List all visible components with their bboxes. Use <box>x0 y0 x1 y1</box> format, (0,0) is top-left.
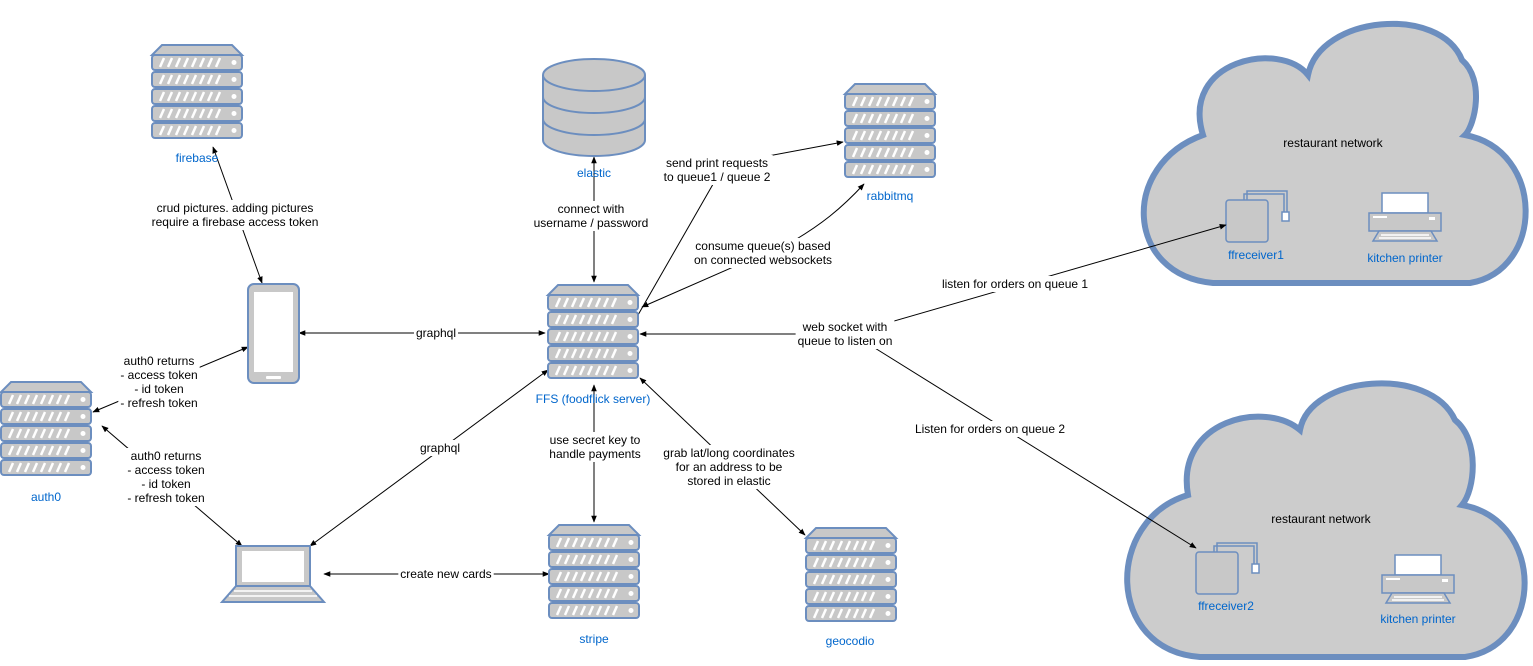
ffreceiver1-label: ffreceiver1 <box>1228 248 1284 262</box>
edge-label-line: - access token <box>120 368 197 382</box>
node-label: firebase <box>176 151 219 165</box>
edge-label-line: to queue1 / queue 2 <box>664 170 771 184</box>
edge-label-line: stored in elastic <box>687 474 770 488</box>
edge-label-line: Listen for orders on queue 2 <box>915 422 1065 436</box>
edge-label-line: - id token <box>141 477 190 491</box>
server-icon <box>0 380 93 477</box>
edge-label-line: username / password <box>534 216 649 230</box>
edge-label-line: grab lat/long coordinates <box>663 446 794 460</box>
edge-label-line: graphql <box>420 441 460 455</box>
edge-label-line: connect with <box>558 202 625 216</box>
edge-label-line: require a firebase access token <box>152 215 319 229</box>
label-auth0-laptop: auth0 returns- access token- id token- r… <box>127 449 204 505</box>
edge-label-background <box>149 200 321 230</box>
edge-label-background <box>547 432 643 462</box>
rabbitmq-node[interactable]: rabbitmq <box>843 82 937 203</box>
edge-label-line: on connected websockets <box>694 253 832 267</box>
server-icon <box>804 526 898 623</box>
elastic-node[interactable]: elastic <box>542 58 646 180</box>
label-laptop-graphql: graphql <box>420 441 460 455</box>
edge-label-background <box>417 440 463 456</box>
node-label: auth0 <box>31 490 61 504</box>
server-icon <box>547 523 641 620</box>
database-icon <box>542 58 646 157</box>
edge-label-background <box>398 566 494 582</box>
edge-label-line: crud pictures. adding pictures <box>157 201 314 215</box>
edge-label-line: queue to listen on <box>798 334 893 348</box>
edge-label-line: create new cards <box>400 567 491 581</box>
edge-label-line: listen for orders on queue 1 <box>942 277 1088 291</box>
edge-label-line: auth0 returns <box>124 354 195 368</box>
geocodio-node[interactable]: geocodio <box>804 526 898 648</box>
node-label: FFS (foodflick server) <box>536 392 651 406</box>
edge-label-line: consume queue(s) based <box>695 239 830 253</box>
laptop-client[interactable] <box>219 545 327 603</box>
server-icon <box>150 43 244 140</box>
mobile-client[interactable] <box>247 283 300 384</box>
edge-label-line: auth0 returns <box>131 449 202 463</box>
smartphone-icon <box>247 283 300 384</box>
cloud-restaurant-network-1: restaurant network ffreceiver1 kitchen p… <box>1140 20 1529 286</box>
cloud-label: restaurant network <box>1271 512 1371 526</box>
ffreceiver2-label: ffreceiver2 <box>1198 599 1254 613</box>
label-listen-q2: Listen for orders on queue 2 <box>915 422 1065 436</box>
edge-websocket-receiver2 <box>869 344 1197 549</box>
edge-label-background <box>795 319 895 349</box>
ffs-node[interactable]: FFS (foodflick server) <box>536 283 651 406</box>
label-create-cards: create new cards <box>400 567 491 581</box>
node-label: stripe <box>579 632 609 646</box>
edge-label-background <box>413 325 459 341</box>
edge-label-line: handle payments <box>549 447 640 461</box>
edge-label-line: use secret key to <box>550 433 641 447</box>
edge-label-line: - id token <box>134 382 183 396</box>
label-listen-q1: listen for orders on queue 1 <box>942 277 1088 291</box>
edge-label-background <box>125 448 207 506</box>
edge-label-background <box>939 276 1091 292</box>
edge-label-background <box>531 201 651 231</box>
node-label: rabbitmq <box>867 189 914 203</box>
auth0-node[interactable]: auth0 <box>0 380 93 504</box>
cloud-label: restaurant network <box>1283 136 1383 150</box>
node-label: elastic <box>577 166 611 180</box>
firebase-node[interactable]: firebase <box>150 43 244 165</box>
edge-label-background <box>661 445 797 489</box>
label-auth0-mobile: auth0 returns- access token- id token- r… <box>120 354 197 410</box>
node-label: geocodio <box>826 634 875 648</box>
server-icon <box>843 82 937 179</box>
edge-label-background <box>118 353 200 411</box>
edge-laptop-ffs <box>309 369 549 547</box>
cloud-restaurant-network-2: restaurant network ffreceiver2 kitchen p… <box>1124 380 1528 660</box>
edge-label-background <box>912 421 1068 437</box>
edge-label-line: - refresh token <box>120 396 197 410</box>
edge-label-line: send print requests <box>666 156 768 170</box>
edge-label-line: graphql <box>416 326 456 340</box>
edge-label-line: - access token <box>127 463 204 477</box>
edge-label-background <box>661 155 773 185</box>
stripe-node[interactable]: stripe <box>547 523 641 646</box>
edge-label-line: - refresh token <box>127 491 204 505</box>
kitchen-printer-label: kitchen printer <box>1367 251 1442 265</box>
edge-label-line: for an address to be <box>676 460 783 474</box>
server-icon <box>546 283 640 380</box>
edge-label-line: web socket with <box>802 320 888 334</box>
laptop-icon <box>219 545 327 603</box>
kitchen-printer-label: kitchen printer <box>1380 612 1455 626</box>
edge-label-background <box>691 238 835 268</box>
label-mobile-graphql: graphql <box>416 326 456 340</box>
